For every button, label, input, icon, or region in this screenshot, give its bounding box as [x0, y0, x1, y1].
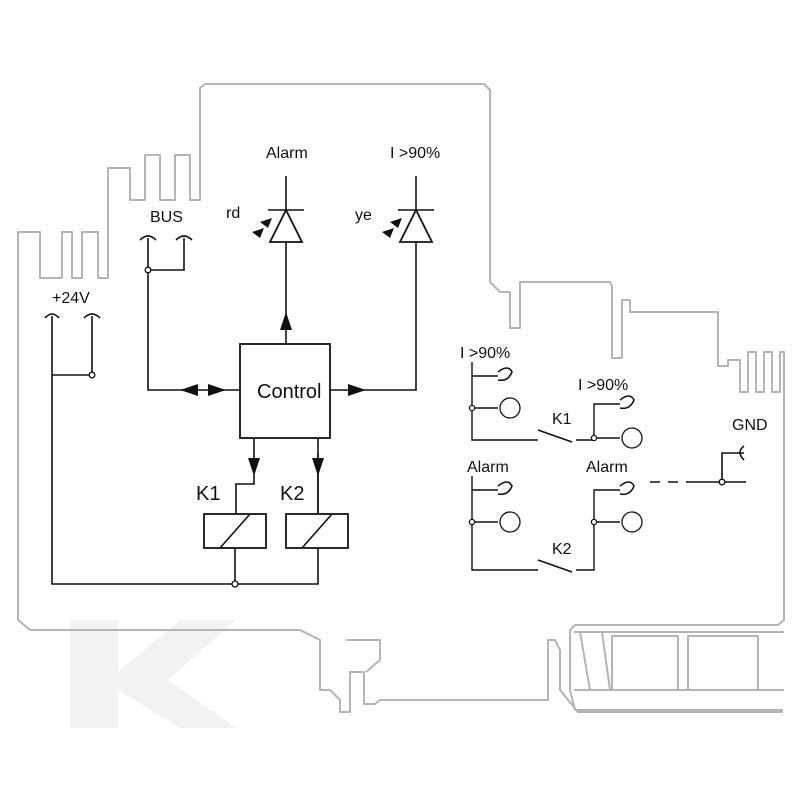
load-led-color-label: ye — [355, 207, 372, 224]
relay-k1-coil — [203, 513, 267, 549]
contact-k2-right-label: Alarm — [586, 459, 628, 476]
load-led-title: I >90% — [390, 145, 440, 162]
supply-label: +24V — [52, 290, 90, 307]
alarm-led-icon — [252, 176, 304, 243]
gnd-label: GND — [732, 417, 768, 434]
bus-label: BUS — [150, 209, 183, 226]
alarm-led-title: Alarm — [266, 145, 308, 162]
watermark-logo — [70, 620, 236, 728]
contact-k1-label: K1 — [552, 411, 572, 428]
relay-k1-label: K1 — [196, 483, 220, 505]
bus-wiring — [139, 235, 240, 396]
contact-k2-label: K2 — [552, 541, 572, 558]
contact-k1-left-label: I >90% — [460, 345, 510, 362]
relay-k2-coil — [285, 513, 349, 549]
relay-k2-label: K2 — [280, 483, 304, 505]
control-label: Control — [257, 381, 321, 403]
contact-k2-left-label: Alarm — [467, 459, 509, 476]
alarm-led-color-label: rd — [226, 205, 240, 222]
gnd-connection — [650, 445, 746, 486]
contact-k1-group — [468, 362, 643, 449]
control-unit — [235, 242, 417, 514]
contact-k1-right-label: I >90% — [578, 377, 628, 394]
contact-k2-group — [468, 476, 643, 573]
load-led-icon — [382, 176, 434, 243]
housing-outline — [17, 83, 785, 713]
